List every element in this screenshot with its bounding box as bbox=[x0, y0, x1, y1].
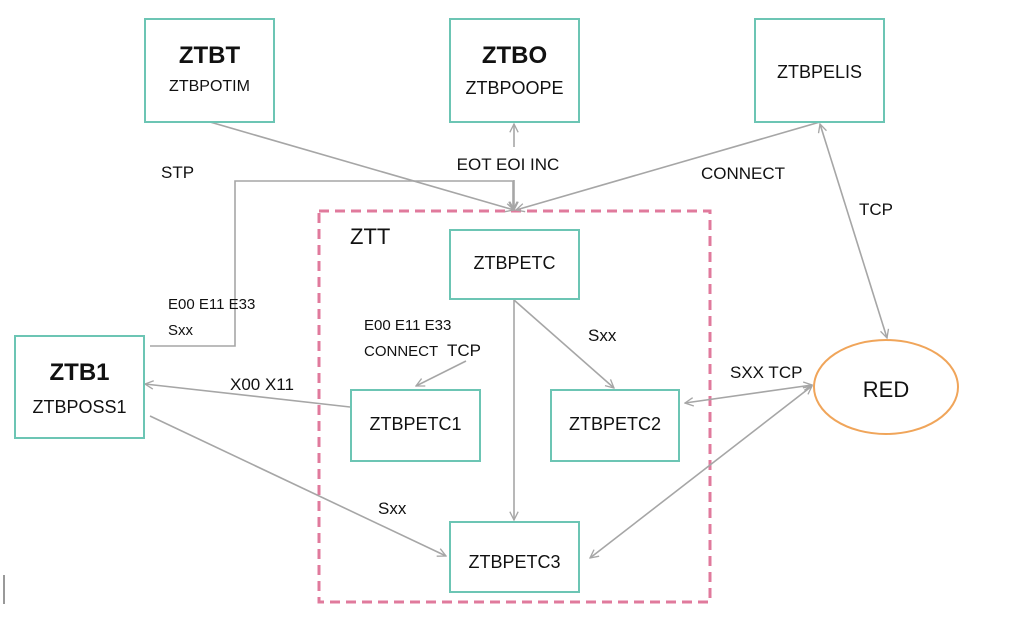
label-sxx-bottom: Sxx bbox=[378, 499, 407, 518]
label-sxx-tcp: SXX TCP bbox=[730, 363, 802, 382]
edge-ztbpetc-to-ztbpetc2 bbox=[513, 299, 614, 388]
node-ztbt-title: ZTBT bbox=[179, 42, 241, 69]
edge-ztbpetc1-to-ztb1 bbox=[145, 384, 351, 408]
node-red[interactable]: RED bbox=[813, 339, 959, 435]
label-stp: STP bbox=[161, 163, 194, 182]
node-ztbpetc3[interactable]: ZTBPETC3 bbox=[449, 521, 580, 593]
node-ztbo-subtitle: ZTBPOOPE bbox=[465, 78, 563, 98]
label-sxx-inner: Sxx bbox=[588, 326, 617, 345]
node-red-title: RED bbox=[863, 377, 909, 402]
label-connect-inner: CONNECT bbox=[364, 343, 438, 360]
label-e00-e11-e33-inner: E00 E11 E33 bbox=[364, 317, 451, 334]
node-ztbpetc2-title: ZTBPETC2 bbox=[569, 414, 661, 434]
node-ztbpetc3-title: ZTBPETC3 bbox=[468, 552, 560, 572]
label-e00-e11-e33-left: E00 E11 E33 bbox=[168, 296, 255, 313]
node-ztbo[interactable]: ZTBO ZTBPOOPE bbox=[449, 18, 580, 123]
edge-ztb1-to-ztbpetc bbox=[150, 180, 513, 347]
node-ztbpetc2[interactable]: ZTBPETC2 bbox=[550, 389, 680, 462]
edge-ztbpelis-red bbox=[820, 124, 887, 338]
edge-red-ztbpetc3 bbox=[590, 386, 812, 558]
node-ztbpetc1-title: ZTBPETC1 bbox=[369, 414, 461, 434]
node-ztb1-title: ZTB1 bbox=[50, 359, 110, 386]
node-ztbpelis-title: ZTBPELIS bbox=[777, 62, 862, 82]
node-ztbo-title: ZTBO bbox=[482, 42, 547, 69]
label-connect: CONNECT bbox=[701, 164, 785, 183]
edge-ztbt-to-ztbpetc bbox=[209, 121, 514, 210]
edge-ztbpelis-to-ztbpetc bbox=[516, 121, 821, 210]
label-tcp: TCP bbox=[859, 200, 893, 219]
node-ztbpelis[interactable]: ZTBPELIS bbox=[754, 18, 885, 123]
node-ztbpetc[interactable]: ZTBPETC bbox=[449, 229, 580, 300]
ztt-group-label: ZTT bbox=[350, 224, 390, 249]
label-x00-x11: X00 X11 bbox=[230, 375, 294, 394]
node-ztbpetc-title: ZTBPETC bbox=[473, 253, 555, 273]
edge-ztbpetc-to-ztbpetc1 bbox=[416, 360, 467, 387]
node-ztb1-subtitle: ZTBPOSS1 bbox=[32, 397, 126, 417]
label-tcp-inner: TCP bbox=[447, 341, 481, 360]
edge-ztb1-to-ztbpetc3 bbox=[149, 415, 446, 556]
node-ztbt[interactable]: ZTBT ZTBPOTIM bbox=[144, 18, 275, 123]
label-eot-eoi-inc: EOT EOI INC bbox=[457, 155, 560, 174]
node-ztb1[interactable]: ZTB1 ZTBPOSS1 bbox=[14, 335, 145, 439]
node-ztbt-subtitle: ZTBPOTIM bbox=[169, 78, 250, 95]
label-sxx-left: Sxx bbox=[168, 322, 194, 339]
node-ztbpetc1[interactable]: ZTBPETC1 bbox=[350, 389, 481, 462]
